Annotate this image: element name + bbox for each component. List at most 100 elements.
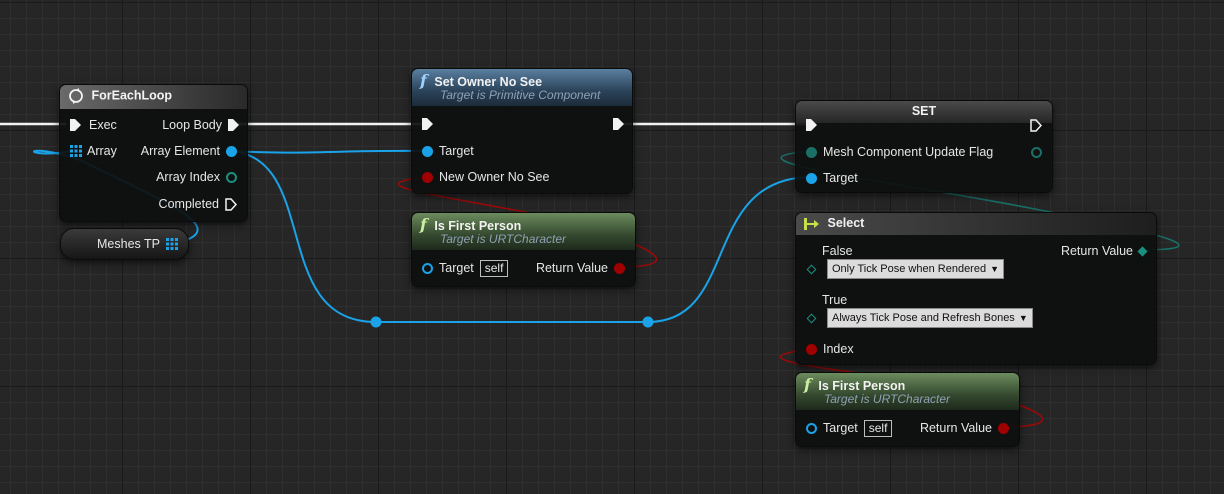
dropdown-arrow-icon: ▼ <box>1018 313 1028 323</box>
is-first-person-header-2[interactable]: f Is First Person Target is URTCharacter <box>796 373 1019 410</box>
set-owner-exec-out-pin[interactable] <box>613 115 624 133</box>
array-grid-icon[interactable] <box>70 145 82 157</box>
foreach-completed-pin[interactable]: Completed <box>159 195 237 213</box>
bool-pin-icon[interactable] <box>614 262 625 274</box>
self-default-value-1[interactable]: self <box>479 259 509 277</box>
object-wire-element-to-reroute[interactable] <box>231 150 377 323</box>
bool-pin-icon[interactable] <box>806 343 817 355</box>
function-icon: f <box>420 71 427 90</box>
set-variable-node[interactable]: SET Mesh Component Update Flag Target <box>795 100 1053 193</box>
meshes-tp-label: Meshes TP <box>97 237 160 251</box>
select-true-value: Always Tick Pose and Refresh Bones <box>832 312 1015 324</box>
set-target-pin[interactable]: Target <box>806 169 858 187</box>
set-owner-no-see-subtitle: Target is Primitive Component <box>440 88 601 102</box>
object-wire-element-to-target[interactable] <box>231 149 429 154</box>
set-mesh-flag-out-pin[interactable] <box>1031 143 1042 161</box>
exec-out-icon[interactable] <box>613 118 624 130</box>
exec-in-icon[interactable] <box>70 119 81 131</box>
is-first-person-target-pin-1[interactable]: Target self <box>422 259 509 277</box>
bool-pin-icon[interactable] <box>998 422 1009 434</box>
foreach-exec-label: Exec <box>89 118 117 132</box>
function-icon: f <box>420 215 427 234</box>
object-pin-hollow-icon[interactable] <box>422 262 433 274</box>
set-mesh-flag-pin[interactable]: Mesh Component Update Flag <box>806 143 993 161</box>
foreach-loopbody-pin[interactable]: Loop Body <box>162 116 239 134</box>
is-first-person-subtitle-1: Target is URTCharacter <box>440 232 567 246</box>
set-exec-out-pin[interactable] <box>1030 116 1042 134</box>
exec-in-icon[interactable] <box>422 118 433 130</box>
meshes-tp-output-pin[interactable]: Meshes TP <box>97 235 178 253</box>
foreach-array-element-pin[interactable]: Array Element <box>141 142 237 160</box>
foreach-loop-header[interactable]: ForEachLoop <box>60 85 247 109</box>
enum-option-pin-icon[interactable] <box>806 313 817 323</box>
select-false-label: False <box>822 244 853 258</box>
exec-out-icon[interactable] <box>228 119 239 131</box>
self-default-value-2[interactable]: self <box>863 419 893 437</box>
foreach-array-label: Array <box>87 144 117 158</box>
is-first-person-title-1: Is First Person <box>434 219 522 233</box>
loop-icon <box>69 88 83 104</box>
bool-pin-icon[interactable] <box>422 171 433 183</box>
select-header[interactable]: Select <box>796 213 1156 235</box>
set-exec-in-pin[interactable] <box>806 116 817 134</box>
select-false-dropdown[interactable]: Only Tick Pose when Rendered ▼ <box>827 259 1005 279</box>
object-pin-icon[interactable] <box>422 145 433 157</box>
function-icon: f <box>804 375 811 394</box>
select-false-value: Only Tick Pose when Rendered <box>832 263 987 275</box>
set-mesh-flag-label: Mesh Component Update Flag <box>823 145 994 159</box>
is-first-person-return-pin-1[interactable]: Return Value <box>536 259 625 277</box>
int-pin-icon[interactable] <box>226 171 237 183</box>
select-true-pin[interactable]: Always Tick Pose and Refresh Bones ▼ <box>806 308 1033 328</box>
is-first-person-return-label-2: Return Value <box>919 421 992 435</box>
is-first-person-target-label-1: Target <box>439 261 474 275</box>
dropdown-arrow-icon: ▼ <box>990 264 1000 274</box>
set-owner-no-see-node[interactable]: f Set Owner No See Target is Primitive C… <box>411 68 633 194</box>
select-true-dropdown[interactable]: Always Tick Pose and Refresh Bones ▼ <box>827 308 1033 328</box>
enum-pin-hollow-icon[interactable] <box>1031 146 1042 158</box>
is-first-person-target-pin-2[interactable]: Target self <box>806 419 893 437</box>
select-return-label: Return Value <box>1060 244 1133 258</box>
set-variable-header[interactable]: SET <box>796 101 1052 123</box>
exec-out-hollow-icon[interactable] <box>1030 118 1042 132</box>
select-index-label: Index <box>823 342 854 356</box>
object-pin-icon[interactable] <box>806 172 817 184</box>
select-false-label-row: False <box>822 242 853 260</box>
foreach-exec-pin[interactable]: Exec <box>70 116 117 134</box>
select-node[interactable]: Select False Only Tick Pose when Rendere… <box>795 212 1157 365</box>
enum-wire-select-to-meshflag[interactable] <box>780 150 1180 251</box>
enum-output-pin-icon[interactable] <box>1137 246 1148 256</box>
enum-pin-icon[interactable] <box>806 146 817 158</box>
foreach-loop-title: ForEachLoop <box>91 88 173 103</box>
enum-option-pin-icon[interactable] <box>806 264 817 274</box>
exec-in-icon[interactable] <box>806 119 817 131</box>
select-return-pin[interactable]: Return Value <box>1060 242 1148 260</box>
array-grid-icon[interactable] <box>166 238 178 250</box>
is-first-person-title-2: Is First Person <box>818 379 906 393</box>
select-true-label-row: True <box>822 291 847 309</box>
foreach-array-index-pin[interactable]: Array Index <box>156 168 237 186</box>
set-owner-new-owner-no-see-pin[interactable]: New Owner No See <box>422 168 549 186</box>
object-wire-reroute-to-set-target[interactable] <box>647 176 813 323</box>
set-owner-exec-in-pin[interactable] <box>422 115 433 133</box>
is-first-person-target-label-2: Target <box>823 421 858 435</box>
set-owner-target-pin[interactable]: Target <box>422 142 474 160</box>
set-owner-new-owner-no-see-label: New Owner No See <box>439 170 550 184</box>
foreach-array-pin[interactable]: Array <box>70 142 117 160</box>
is-first-person-return-label-1: Return Value <box>535 261 608 275</box>
object-pin-icon[interactable] <box>226 145 237 157</box>
meshes-tp-variable[interactable]: Meshes TP <box>60 228 189 260</box>
select-icon <box>804 217 819 230</box>
exec-out-hollow-icon[interactable] <box>225 197 237 211</box>
is-first-person-header-1[interactable]: f Is First Person Target is URTCharacter <box>412 213 635 250</box>
select-title: Select <box>827 216 865 230</box>
select-false-pin[interactable]: Only Tick Pose when Rendered ▼ <box>806 259 1005 279</box>
foreach-array-element-label: Array Element <box>140 144 220 158</box>
is-first-person-return-pin-2[interactable]: Return Value <box>920 419 1009 437</box>
is-first-person-node-1[interactable]: f Is First Person Target is URTCharacter… <box>411 212 636 287</box>
set-owner-no-see-header[interactable]: f Set Owner No See Target is Primitive C… <box>412 69 632 106</box>
object-pin-hollow-icon[interactable] <box>806 422 817 434</box>
foreach-loopbody-label: Loop Body <box>162 118 222 132</box>
is-first-person-node-2[interactable]: f Is First Person Target is URTCharacter… <box>795 372 1020 447</box>
select-index-pin[interactable]: Index <box>806 340 854 358</box>
foreach-loop-node[interactable]: ForEachLoop Exec Loop Body Array Array E… <box>59 84 248 222</box>
